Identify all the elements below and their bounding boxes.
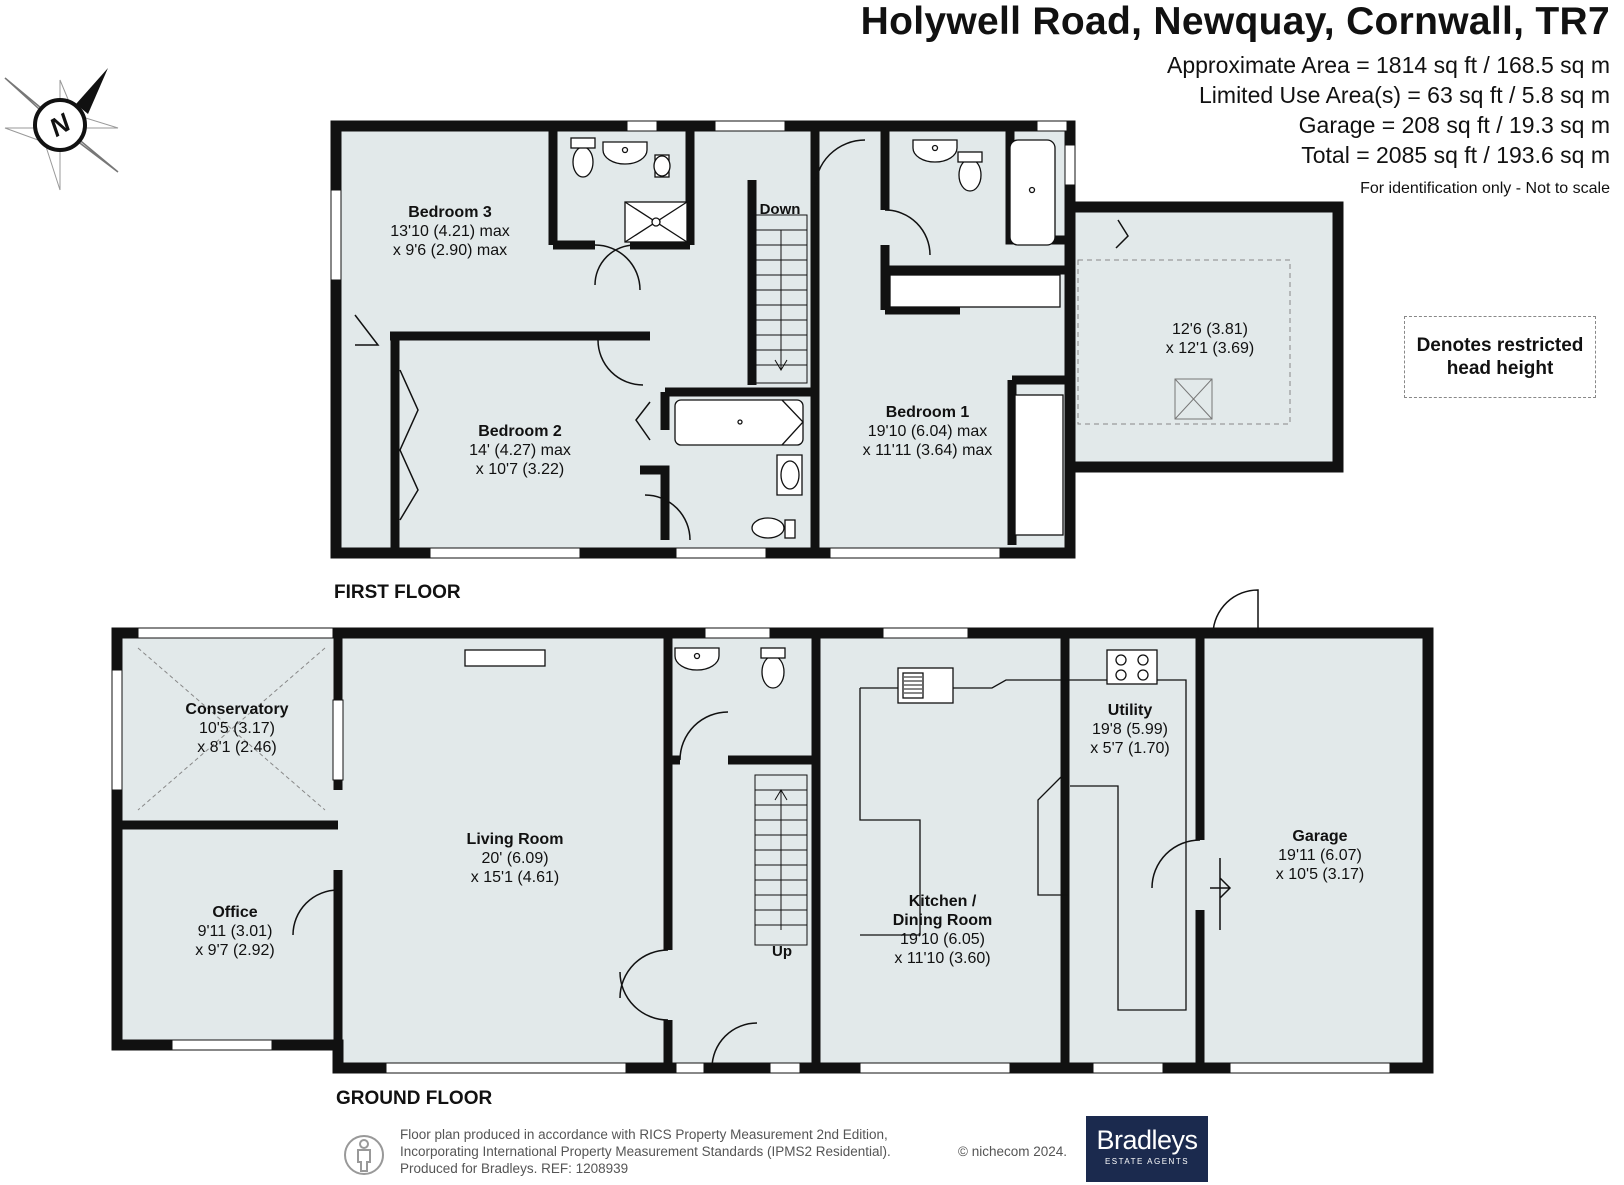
- room-dimension: 9'11 (3.01): [197, 923, 273, 940]
- room-dimension: 19'8 (5.99): [1092, 721, 1168, 738]
- room-dimension: x 15'1 (4.61): [470, 869, 560, 886]
- room-name: Bedroom 3: [408, 204, 492, 221]
- first-floor-label: FIRST FLOOR: [334, 582, 461, 603]
- room-dimension: 19'10 (6.05): [900, 931, 985, 948]
- room-dimension: 10'5 (3.17): [199, 720, 275, 737]
- room-dimension: x 9'7 (2.92): [195, 942, 275, 959]
- room-name: Garage: [1292, 828, 1348, 845]
- room-dimension: 19'10 (6.04) max: [867, 423, 988, 440]
- room-name: Living Room: [466, 831, 564, 848]
- stairs-up-label: Up: [772, 943, 792, 960]
- room-label-office: Office 9'11 (3.01) x 9'7 (2.92): [155, 903, 315, 960]
- room-dimension: 12'6 (3.81): [1172, 321, 1248, 338]
- room-label-garage: Garage 19'11 (6.07) x 10'5 (3.17): [1245, 827, 1395, 884]
- room-dimension: x 8'1 (2.46): [197, 739, 277, 756]
- logo-name: Bradleys: [1096, 1125, 1198, 1155]
- room-label-loft: 12'6 (3.81) x 12'1 (3.69): [1140, 320, 1280, 358]
- person-scale-icon: [344, 1135, 384, 1175]
- room-label-kitchen-dining: Kitchen / Dining Room 19'10 (6.05) x 11'…: [860, 892, 1025, 968]
- ground-floor-plan: [111, 589, 1434, 1074]
- room-name: Bedroom 2: [478, 423, 562, 440]
- room-dimension: x 5'7 (1.70): [1090, 740, 1170, 757]
- total-area: Total = 2085 sq ft / 193.6 sq m: [1301, 142, 1610, 168]
- bradleys-logo: Bradleys ESTATE AGENTS: [1086, 1116, 1208, 1182]
- room-label-utility: Utility 19'8 (5.99) x 5'7 (1.70): [1060, 701, 1200, 758]
- restricted-height-legend: Denotes restricted head height: [1404, 334, 1596, 380]
- footer-line-2: Incorporating International Property Mea…: [400, 1144, 891, 1159]
- room-dimension: x 12'1 (3.69): [1165, 340, 1255, 357]
- room-dimension: 14' (4.27) max: [469, 442, 571, 459]
- room-dimension: 13'10 (4.21) max: [390, 223, 510, 240]
- logo-subtitle: ESTATE AGENTS: [1104, 1157, 1190, 1166]
- room-dimension: 19'11 (6.07): [1278, 847, 1362, 864]
- copyright: © nichecom 2024.: [958, 1144, 1068, 1159]
- room-dimension: 20' (6.09): [481, 850, 549, 867]
- room-dimension: x 9'6 (2.90) max: [392, 242, 508, 259]
- footer-line-3: Produced for Bradleys. REF: 1208939: [400, 1161, 629, 1176]
- room-name: Kitchen /: [908, 893, 977, 910]
- limited-use-area: Limited Use Area(s) = 63 sq ft / 5.8 sq …: [1199, 82, 1610, 108]
- room-label-bedroom-3: Bedroom 3 13'10 (4.21) max x 9'6 (2.90) …: [370, 203, 530, 260]
- room-name: Utility: [1107, 702, 1153, 719]
- room-name: Bedroom 1: [885, 404, 970, 421]
- room-dimension: x 10'5 (3.17): [1275, 866, 1365, 883]
- ground-floor-label: GROUND FLOOR: [336, 1088, 493, 1109]
- footer-line-1: Floor plan produced in accordance with R…: [400, 1127, 888, 1142]
- room-name: Conservatory: [185, 701, 289, 718]
- approximate-area: Approximate Area = 1814 sq ft / 168.5 sq…: [1166, 52, 1610, 78]
- room-label-conservatory: Conservatory 10'5 (3.17) x 8'1 (2.46): [157, 700, 317, 757]
- room-dimension: x 11'10 (3.60): [894, 950, 991, 967]
- room-label-bedroom-1: Bedroom 1 19'10 (6.04) max x 11'11 (3.64…: [845, 403, 1010, 460]
- room-label-living-room: Living Room 20' (6.09) x 15'1 (4.61): [435, 830, 595, 887]
- room-name: Office: [212, 904, 258, 921]
- stairs-down-label: Down: [759, 201, 801, 218]
- disclaimer: For identification only - Not to scale: [1360, 180, 1610, 197]
- property-address: Holywell Road, Newquay, Cornwall, TR7: [860, 0, 1610, 43]
- restricted-height-legend-box: [1404, 316, 1596, 398]
- room-label-bedroom-2: Bedroom 2 14' (4.27) max x 10'7 (3.22): [440, 422, 600, 479]
- room-name-line-2: Dining Room: [892, 912, 993, 929]
- room-dimension: x 11'11 (3.64) max: [862, 442, 993, 459]
- legend-line-1: Denotes restricted: [1416, 335, 1584, 356]
- footer-text: Floor plan produced in accordance with R…: [400, 1126, 891, 1177]
- first-floor-plan: [330, 120, 1344, 559]
- garage-area: Garage = 208 sq ft / 19.3 sq m: [1298, 112, 1610, 138]
- compass-icon: [4, 68, 119, 191]
- legend-line-2: head height: [1446, 358, 1554, 379]
- room-dimension: x 10'7 (3.22): [475, 461, 565, 478]
